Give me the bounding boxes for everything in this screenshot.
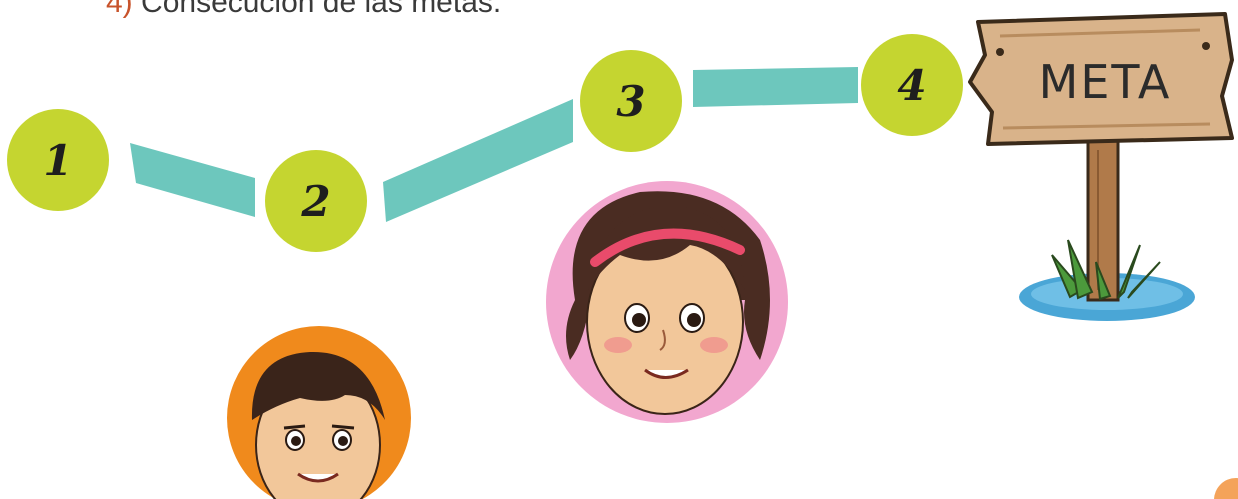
corner-decoration (1214, 478, 1238, 499)
connector-3-4 (693, 67, 858, 107)
step-2: 2 (265, 150, 367, 252)
sign-post (1086, 138, 1120, 302)
goal-sign: META (968, 12, 1234, 321)
girl-avatar (546, 181, 788, 423)
step-1-label: 1 (43, 136, 72, 185)
connector-2-3 (383, 99, 573, 222)
heading-number: 4) (106, 0, 133, 19)
connector-1-2 (130, 143, 255, 217)
step-4: 4 (861, 34, 963, 136)
step-3-label: 3 (616, 77, 645, 126)
sign-text: META (1039, 55, 1172, 109)
grass-icon (1051, 239, 1161, 301)
step-1: 1 (7, 109, 109, 211)
step-3: 3 (580, 50, 682, 152)
sign-board (968, 12, 1234, 146)
step-4-label: 4 (897, 61, 926, 110)
heading-text: Consecución de las metas. (141, 0, 502, 19)
boy-avatar (227, 326, 411, 499)
step-2-label: 2 (300, 177, 330, 226)
heading: 4) Consecución de las metas. (106, 0, 501, 20)
